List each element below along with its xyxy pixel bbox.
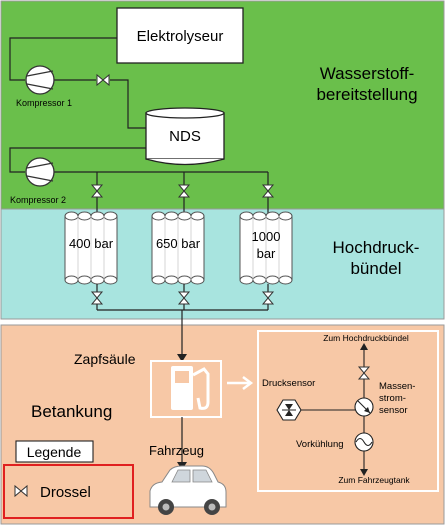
supply-piping xyxy=(9,37,269,216)
legend-title: Legende xyxy=(27,444,82,460)
vehicle-label: Fahrzeug xyxy=(149,443,204,458)
electrolyzer-label: Elektrolyseur xyxy=(137,28,224,45)
tank-400-label: 400 bar xyxy=(69,236,114,251)
to-bundle-label: Zum Hochdruckbündel xyxy=(323,333,409,343)
supply-title-line1: Wasserstoff- xyxy=(320,64,414,83)
compressor-1-icon xyxy=(25,65,55,95)
flow-arrow-icon xyxy=(360,469,368,476)
mass-flow-label-line3: sensor xyxy=(379,405,408,416)
to-vehicle-tank-label: Zum Fahrzeugtank xyxy=(338,475,410,485)
nds-tank xyxy=(145,107,225,166)
pressure-sensor-icon xyxy=(276,399,302,421)
supply-title-line2: bereitstellung xyxy=(316,85,417,104)
dispenser-label: Zapfsäule xyxy=(74,351,136,367)
nds-label: NDS xyxy=(169,128,201,145)
bundle-title-line1: Hochdruck- xyxy=(333,238,420,257)
legend-box xyxy=(3,464,134,519)
precooling-label: Vorkühlung xyxy=(296,439,344,450)
tank-1000-label-line1: 1000 xyxy=(252,229,281,244)
electrolyzer-box xyxy=(116,7,244,64)
flow-arrow-icon xyxy=(177,354,187,362)
compressor-2-label: Kompressor 2 xyxy=(10,195,66,205)
tank-650-label: 650 bar xyxy=(156,236,201,251)
legend-throttle-label: Drossel xyxy=(40,484,91,501)
tank-1000-label-line2: bar xyxy=(257,246,276,261)
mass-flow-sensor-icon xyxy=(354,397,374,417)
compressor-1-label: Kompressor 1 xyxy=(16,98,72,108)
detail-box xyxy=(257,330,439,492)
precooling-icon xyxy=(354,432,374,452)
legend-title-box xyxy=(15,440,94,463)
detail-arrow-icon xyxy=(227,376,254,390)
bundle-title-line2: bündel xyxy=(350,259,401,278)
dispenser-pump-icon xyxy=(150,360,222,418)
fueling-title: Betankung xyxy=(31,402,112,421)
flow-arrow-icon xyxy=(360,343,368,350)
car-icon xyxy=(149,465,227,515)
mass-flow-label-line1: Massen- xyxy=(379,381,415,392)
compressor-2-icon xyxy=(25,157,55,187)
mass-flow-label-line2: strom- xyxy=(379,393,406,404)
pressure-sensor-label: Drucksensor xyxy=(262,378,315,389)
